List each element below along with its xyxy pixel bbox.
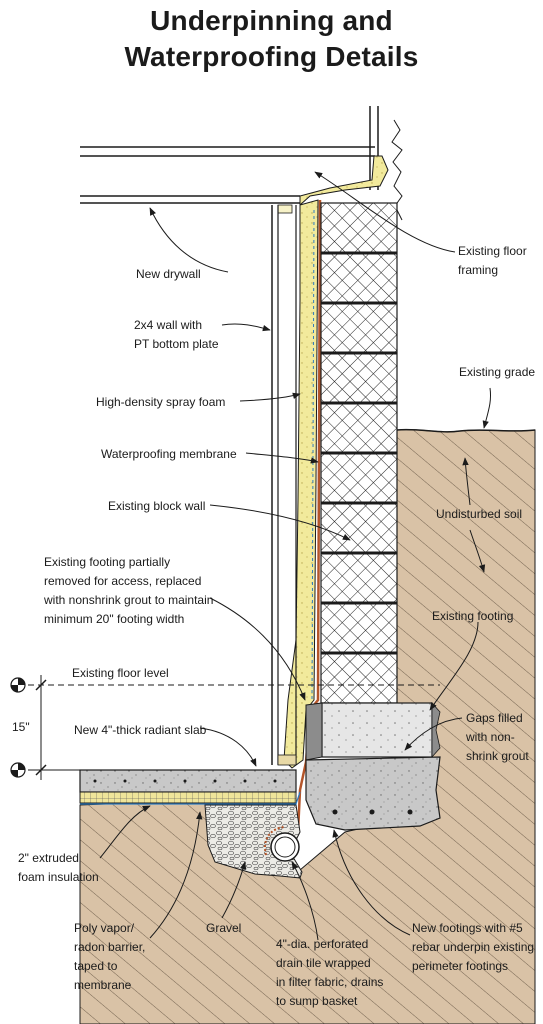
diagram-title-line-2: Waterproofing Details [124, 41, 419, 72]
level-marker-upper [10, 677, 26, 693]
label-existing-floor-framing: Existing floor framing [458, 244, 530, 277]
existing-block-wall [320, 202, 398, 704]
label-new-footings: New footings with #5 rebar underpin exis… [412, 921, 537, 973]
label-waterproofing-membrane: Waterproofing membrane [101, 447, 237, 461]
leader-soil-down [469, 529, 486, 573]
label-spray-foam: High-density spray foam [96, 395, 225, 409]
extruded-foam-insulation [79, 791, 297, 804]
existing-floor-framing [80, 106, 403, 221]
label-footing-removed: Existing footing partially removed for a… [43, 555, 217, 626]
radiant-slab [79, 769, 297, 793]
label-existing-grade: Existing grade [459, 365, 535, 379]
leader-membrane [245, 452, 319, 464]
leader-gaps-filled [404, 717, 463, 751]
label-block-wall: Existing block wall [108, 499, 205, 513]
high-density-spray-foam [283, 155, 389, 769]
label-2x4-wall: 2x4 wall with PT bottom plate [134, 318, 219, 351]
leader-new-footings [332, 829, 411, 936]
label-new-drywall: New drywall [136, 267, 201, 281]
existing-footing [321, 702, 433, 758]
leader-gravel [221, 861, 247, 919]
label-gravel: Gravel [206, 921, 241, 935]
leader-vapor-barrier [149, 811, 203, 939]
leader-footing-removed [209, 597, 306, 701]
diagram-title-line-1: Underpinning and [150, 5, 393, 36]
interior-stud-wall [271, 205, 297, 766]
leader-foam-insulation [99, 805, 151, 859]
label-drain-tile: 4"-dia. perforated drain tile wrapped in… [276, 937, 387, 1008]
leader-radiant-slab [199, 727, 257, 767]
rebar-dots [332, 809, 413, 815]
leader-existing-grade [482, 387, 491, 429]
drain-tile [264, 826, 300, 862]
leader-drain-tile [291, 861, 319, 941]
leader-block-wall [209, 504, 351, 541]
leader-2x4-wall [221, 323, 271, 332]
leader-lines [99, 171, 491, 941]
level-marker-lower [10, 762, 26, 778]
nonshrink-grout-fill [305, 702, 323, 761]
leader-new-drywall [149, 207, 229, 273]
label-vapor-barrier: Poly vapor/ radon barrier, taped to memb… [74, 921, 149, 992]
leader-existing-footing [429, 621, 479, 711]
label-existing-floor-level: Existing floor level [72, 666, 169, 680]
poly-vapor-barrier [80, 791, 301, 805]
label-undisturbed-soil: Undisturbed soil [436, 507, 522, 521]
label-dimension-15: 15" [12, 720, 30, 734]
label-gaps-filled: Gaps filled with non- shrink grout [465, 711, 529, 763]
leader-existing-floor-framing [314, 171, 456, 253]
label-radiant-slab: New 4"-thick radiant slab [74, 723, 207, 737]
leader-spray-foam [239, 392, 301, 402]
existing-grade-line [396, 428, 536, 433]
label-foam-insulation: 2" extruded foam insulation [18, 851, 99, 884]
label-existing-footing: Existing footing [432, 609, 513, 623]
leader-soil-up [462, 457, 471, 506]
radiant-tubes [93, 779, 277, 783]
new-footing [305, 756, 441, 831]
